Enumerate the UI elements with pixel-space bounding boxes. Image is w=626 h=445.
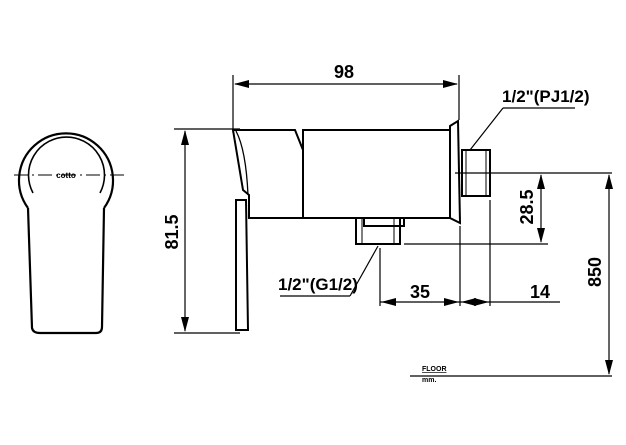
thread-bottom-callout: 1/2"(G1/2) <box>278 245 379 297</box>
dim-850-lines <box>410 175 612 377</box>
dim-98-arrow-right <box>443 80 458 88</box>
handle-cap-curve <box>235 130 249 196</box>
inlet-neck <box>363 217 405 227</box>
handle-lever-plate <box>235 199 250 331</box>
dim-14-arrow-left <box>461 298 476 306</box>
side-view <box>231 119 491 331</box>
dim-81-5-arrow-bottom <box>181 317 189 332</box>
handle-cap <box>231 129 304 219</box>
front-inner-ring <box>27 136 106 194</box>
wall-flange <box>449 119 462 225</box>
dim-81-5-arrow-top <box>181 130 189 145</box>
dim-14-arrow-right <box>474 298 489 306</box>
dim-98-lines <box>232 75 460 133</box>
brand-logo: cotto <box>56 171 76 180</box>
dim-81-5-lines <box>174 128 240 334</box>
unit-label: mm. <box>422 377 436 384</box>
front-lever-body <box>26 207 106 335</box>
dim-35-arrow-left <box>381 298 396 306</box>
dim-850-arrow-top <box>605 174 613 189</box>
dim-floor-label: 850 <box>585 257 605 287</box>
front-view <box>14 132 128 335</box>
dim-outlet-offset-label: 28.5 <box>517 189 537 224</box>
valve-body <box>302 129 451 219</box>
dim-35-arrow-right <box>444 298 459 306</box>
floor-label: FLOOR <box>422 366 447 373</box>
inlet-thread <box>355 217 401 245</box>
dim-thread-length-label: 14 <box>530 282 550 302</box>
front-outer-ring <box>17 132 115 209</box>
dim-98-arrow-left <box>234 80 249 88</box>
dim-width-label: 98 <box>334 62 354 82</box>
thread-top-callout: 1/2"(PJ1/2) <box>469 87 589 151</box>
dim-28-5-arrow-top <box>537 174 545 189</box>
dim-850-arrow-bottom <box>605 360 613 375</box>
thread-bottom-label: 1/2"(G1/2) <box>278 275 358 294</box>
dim-height-left-label: 81.5 <box>162 214 182 249</box>
dim-28-5-arrow-bottom <box>537 228 545 243</box>
thread-top-label: 1/2"(PJ1/2) <box>502 87 589 106</box>
dim-inlet-distance-label: 35 <box>410 282 430 302</box>
